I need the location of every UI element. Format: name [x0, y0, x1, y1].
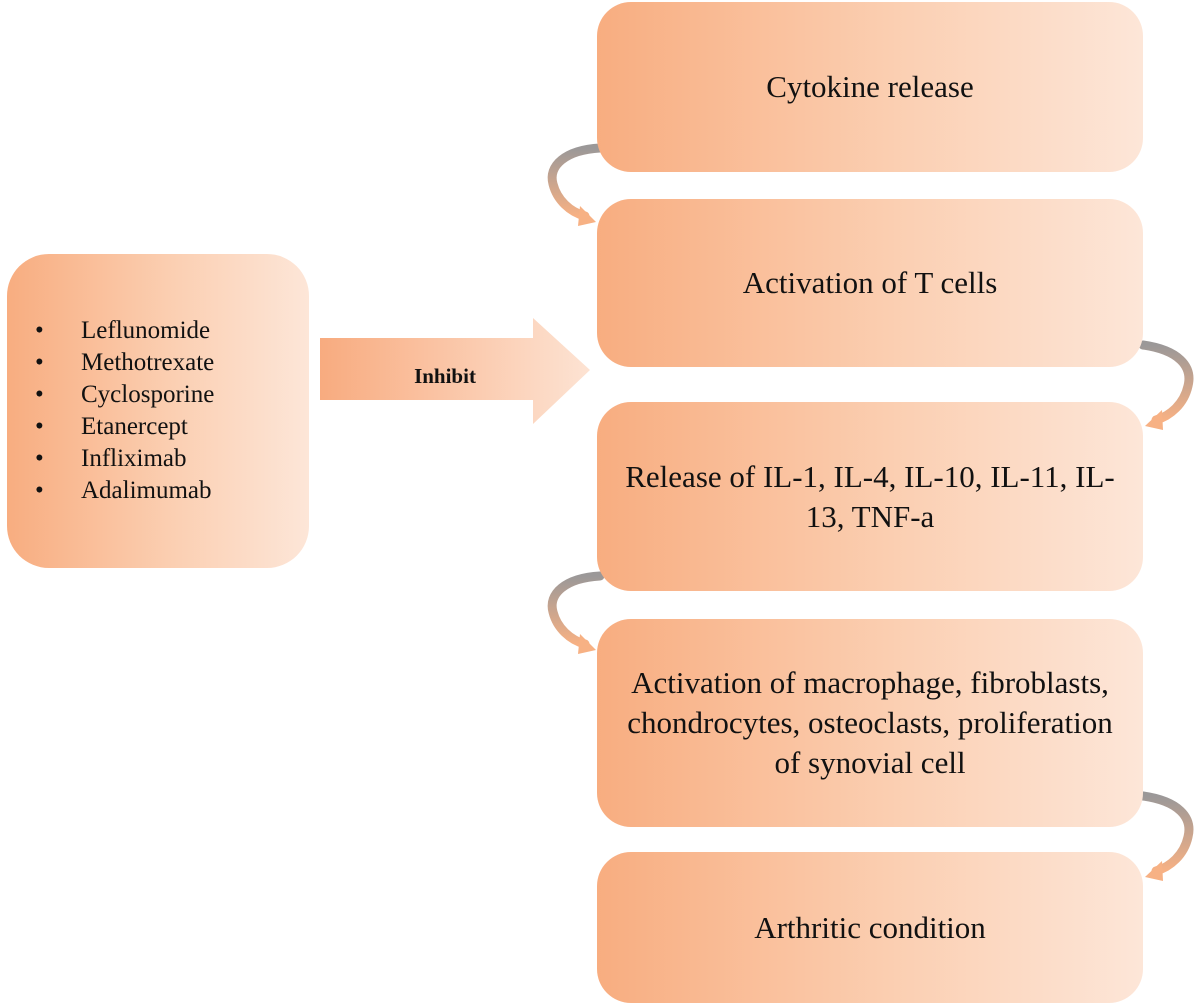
step-label: Activation of T cells	[742, 265, 998, 300]
step-label: Arthritic condition	[754, 909, 986, 945]
curved-connector-arrow	[1138, 791, 1194, 881]
drug-list-box: Leflunomide Methotrexate Cyclosporine Et…	[7, 254, 309, 568]
step-box-interleukin-release: Release of IL-1, IL-4, IL-10, IL-11, IL-…	[597, 402, 1143, 591]
drug-item: Adalimumab	[35, 475, 214, 507]
drug-item: Methotrexate	[35, 347, 214, 379]
step-box-t-cell-activation: Activation of T cells	[597, 199, 1143, 367]
curved-connector-arrow	[1138, 340, 1194, 430]
drug-item: Etanercept	[35, 411, 214, 443]
curved-connector-arrow	[547, 571, 605, 654]
inhibit-label: Inhibit	[414, 364, 476, 388]
step-box-cell-activation: Activation of macrophage, fibroblasts, c…	[597, 619, 1143, 827]
step-box-arthritic-condition: Arthritic condition	[597, 852, 1143, 1003]
drug-item: Cyclosporine	[35, 379, 214, 411]
curved-connector-arrow	[547, 143, 605, 226]
drug-item: Leflunomide	[35, 315, 214, 347]
drug-item: Infliximab	[35, 443, 214, 475]
step-label: Release of IL-1, IL-4, IL-10, IL-11, IL-…	[625, 458, 1115, 534]
step-box-cytokine-release: Cytokine release	[597, 2, 1143, 172]
step-label: Activation of macrophage, fibroblasts, c…	[627, 665, 1113, 780]
drug-list: Leflunomide Methotrexate Cyclosporine Et…	[7, 315, 214, 507]
step-label: Cytokine release	[766, 69, 974, 104]
